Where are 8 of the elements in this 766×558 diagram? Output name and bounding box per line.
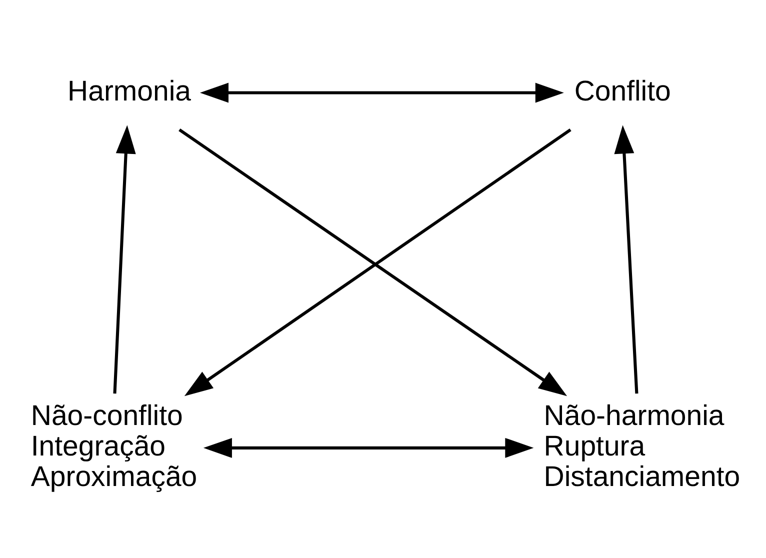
arrow [200,82,564,103]
node-text: Conflito [574,75,671,108]
node-text: Não-harmonia Ruptura Distanciamento [544,400,740,493]
arrow [203,438,534,458]
arrow [614,125,638,394]
node-text: Não-conflito Integração Aproximação [30,400,198,493]
node-text: Harmonia [68,75,192,108]
arrow [113,125,136,394]
